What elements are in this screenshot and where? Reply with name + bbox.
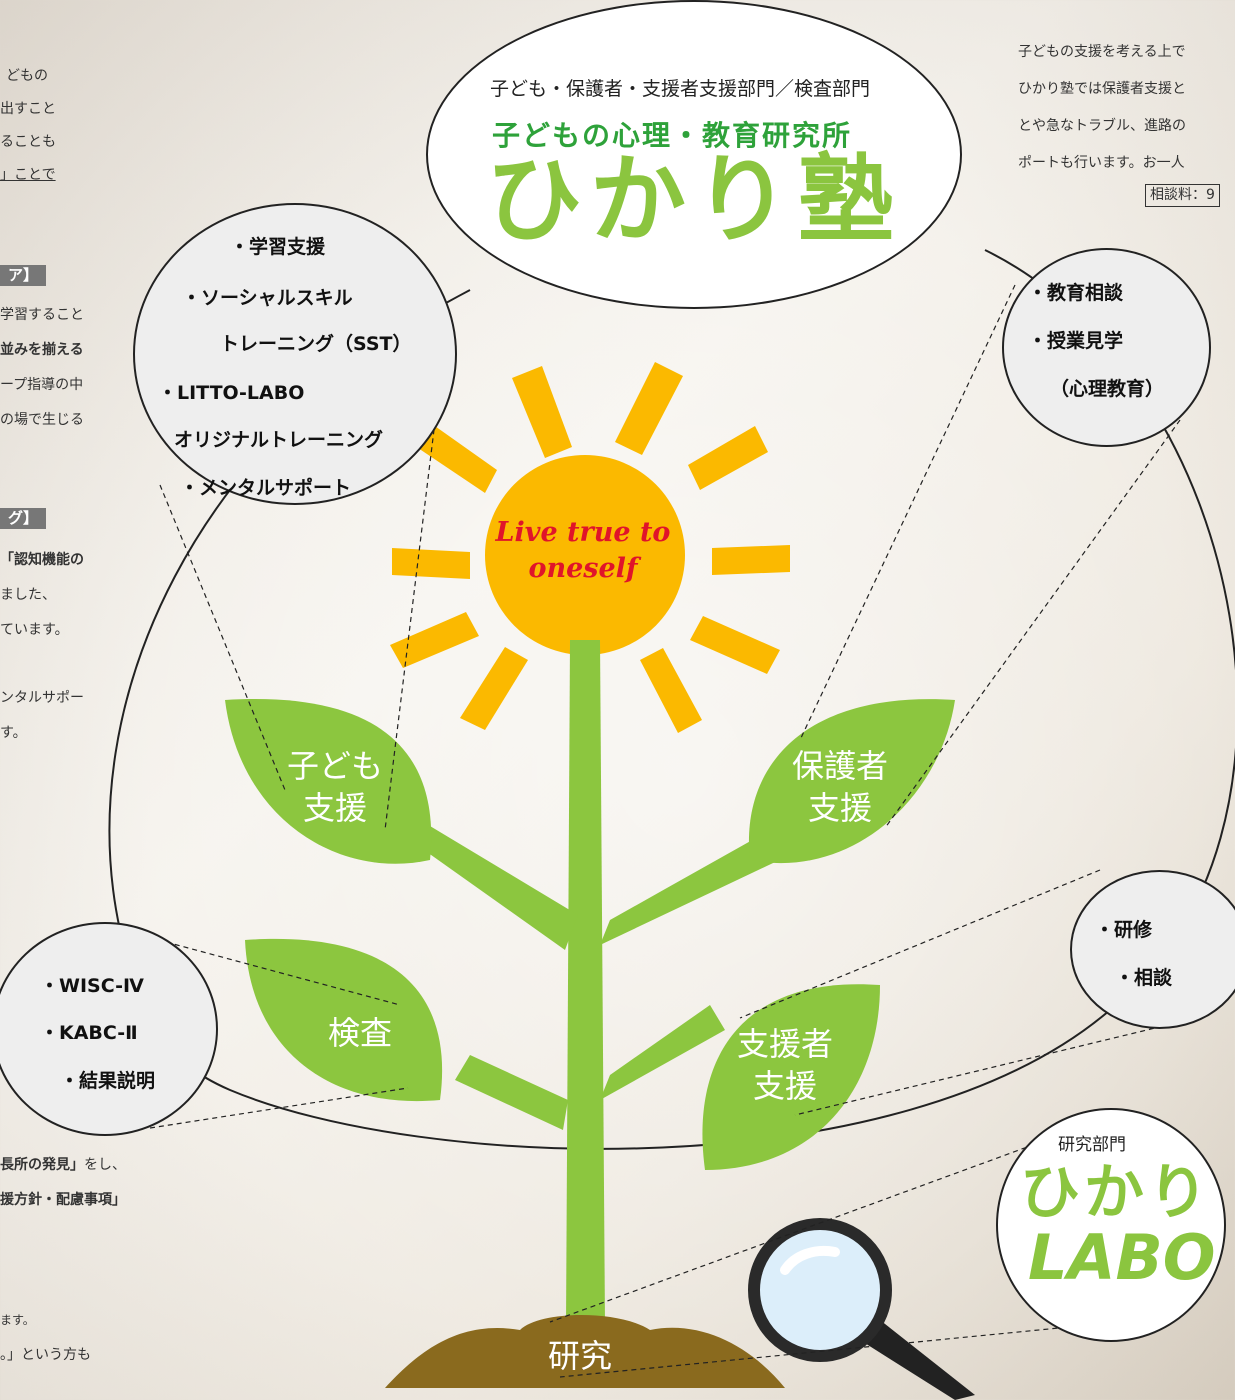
- left-text-block4: ンタルサポー す。: [0, 690, 84, 741]
- leaf-label-test: 検査: [327, 1014, 392, 1052]
- bubble-parent-support: [1002, 248, 1211, 447]
- left-header-2: グ】: [0, 508, 47, 530]
- labo-caption: 研究部門: [1058, 1135, 1126, 1155]
- labo-logo-line2: LABO: [1028, 1221, 1216, 1294]
- sun-rays: [390, 362, 790, 733]
- bubble-child-item: ・メンタルサポート: [180, 477, 352, 499]
- sun: [485, 455, 685, 655]
- bubble-parent-item: ・教育相談: [1028, 282, 1124, 304]
- bubble-parent-item: ・授業見学: [1028, 330, 1124, 352]
- header-subtitle: 子ども・保護者・支援者支援部門／検査部門: [490, 78, 871, 100]
- fee-badge: 相談料：9: [1145, 184, 1220, 207]
- bubble-supporter-item: ・相談: [1115, 967, 1173, 989]
- leaf-parent: [748, 699, 955, 864]
- left-text-block6: ます。 。」という方も: [0, 1313, 91, 1363]
- title-ellipse: [426, 0, 962, 309]
- leaf-test: [245, 938, 443, 1102]
- bubble-test-item: ・結果説明: [60, 1070, 156, 1092]
- bubble-child-item: ・ソーシャルスキル: [182, 287, 353, 309]
- left-text-block2: 学習すること 並みを揃える ープ指導の中 の場で生じる: [0, 307, 84, 428]
- bubble-test-item: ・WISC-Ⅳ: [40, 975, 144, 997]
- left-text-block5: 長所の発見」をし、 援方針・配慮事項」: [0, 1157, 126, 1208]
- bubble-test-item: ・KABC-Ⅱ: [40, 1022, 138, 1044]
- soil-mound: [385, 1315, 785, 1388]
- bubble-child-item: ・LITTO-LABO: [158, 382, 305, 404]
- soil-label-research: 研究: [547, 1337, 612, 1375]
- leaf-label-supporter: 支援者 支援: [736, 1025, 833, 1105]
- magnifier-icon: [748, 1218, 975, 1400]
- plant-stem: [410, 640, 790, 1325]
- bubble-child-item: オリジナルトレーニング: [174, 429, 384, 451]
- bubble-child-item: ・学習支援: [230, 236, 326, 258]
- bubble-test: [0, 922, 218, 1136]
- labo-circle: [996, 1108, 1226, 1342]
- leaf-child: [225, 699, 432, 864]
- left-text-block1: どもの 出すこと ることも 」ことで: [0, 68, 56, 183]
- bubble-supporter: [1070, 870, 1235, 1029]
- connector-lines: [139, 284, 1181, 1378]
- left-text-block3: 「認知機能の ました、 ています。: [0, 552, 84, 638]
- bubble-supporter-item: ・研修: [1095, 919, 1153, 941]
- leaf-label-child: 子ども 支援: [286, 747, 383, 827]
- left-header-1: ア】: [0, 265, 47, 287]
- leaf-supporter: [702, 984, 880, 1170]
- labo-logo-line1: ひかり: [1020, 1158, 1212, 1228]
- leaf-label-parent: 保護者 支援: [791, 747, 888, 827]
- right-text-block: 子どもの支援を考える上で ひかり塾では保護者支援と とや急なトラブル、進路の ポ…: [1018, 42, 1235, 207]
- bubble-parent-item: （心理教育）: [1050, 378, 1165, 400]
- header-logo: ひかり塾: [486, 144, 902, 256]
- bubble-child-support: [133, 203, 457, 505]
- header-institute-name: 子どもの心理・教育研究所: [492, 119, 853, 152]
- bubble-child-item: トレーニング（SST）: [220, 333, 412, 355]
- sun-motto: Live true to oneself: [495, 517, 671, 584]
